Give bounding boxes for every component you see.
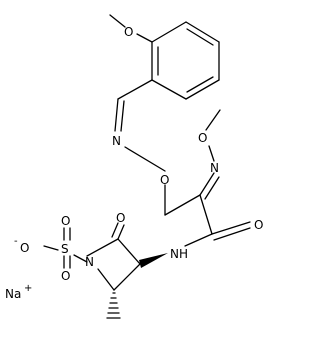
- bond-ring-1: [151, 21, 187, 43]
- counterion-charge: +: [24, 283, 32, 294]
- atom-labels: O N O O N O NH O O - S O O N Na +: [5, 25, 263, 301]
- bond-carbonyl-nh: [184, 233, 213, 247]
- atom-n-imine-benzyl: N: [112, 134, 121, 148]
- atom-o-sulfo-anion: O: [20, 241, 29, 255]
- bond-n-c4: [97, 268, 115, 291]
- bond-noxime-o: [208, 145, 215, 162]
- atom-o-amide: O: [254, 218, 263, 232]
- bond-methyl-o-top: [109, 14, 126, 28]
- atom-anion-charge: -: [14, 236, 18, 247]
- bond-ring-4: [185, 79, 220, 100]
- bond-c2-n: [86, 238, 119, 257]
- atom-o-lactam: O: [116, 211, 125, 225]
- bond-c4-c3: [113, 263, 141, 291]
- atom-o-methoxy-oxime: O: [198, 131, 207, 145]
- bond-ch2-c: [164, 194, 201, 216]
- counterion-label: Na: [5, 287, 21, 301]
- bond-amide-co-b: [213, 227, 251, 241]
- bond-n-s: [73, 254, 88, 263]
- bonds: [43, 14, 251, 319]
- atom-nh-amide: NH: [170, 247, 188, 261]
- bond-ring-5: [151, 79, 187, 100]
- structure-diagram: O N O O N O NH O O - S O O N Na +: [5, 14, 263, 319]
- atom-o-methoxy-top: O: [124, 25, 133, 39]
- bond-lactam-co-b: [111, 222, 119, 238]
- molecule-svg: O N O O N O NH O O - S O O N Na +: [5, 14, 263, 319]
- bond-o-ring: [136, 33, 153, 43]
- atom-o-sulfo-top: O: [61, 214, 70, 228]
- atom-n-lactam: N: [85, 255, 94, 269]
- wedge-nh-c3: [139, 253, 168, 268]
- bond-c-noxime-b: [204, 176, 220, 200]
- bond-ring-inner-2: [186, 76, 214, 93]
- hashed-bond-methyl: [106, 292, 121, 319]
- bond-c-carbonyl: [199, 194, 213, 235]
- atom-n-oxime: N: [210, 161, 219, 175]
- bond-ch-n-b: [120, 100, 125, 132]
- bond-c-noxime-a: [199, 172, 215, 196]
- bond-amide-co-a: [211, 221, 251, 235]
- bond-c3-c2: [117, 238, 141, 265]
- atom-s-sulfo: S: [61, 242, 69, 256]
- bond-ring-2: [185, 21, 220, 43]
- bond-ring-ch: [117, 79, 153, 100]
- bond-n-o: [124, 146, 166, 172]
- bond-ring-inner-1: [186, 28, 214, 46]
- bond-ch-n-a: [114, 98, 119, 132]
- bond-o-methyl-oxime: [205, 109, 221, 131]
- atom-o-oxime-benzyl: O: [160, 173, 169, 187]
- atom-o-sulfo-bottom: O: [61, 269, 70, 283]
- bond-lactam-co-a: [117, 224, 125, 240]
- bond-s-oanion: [43, 245, 59, 251]
